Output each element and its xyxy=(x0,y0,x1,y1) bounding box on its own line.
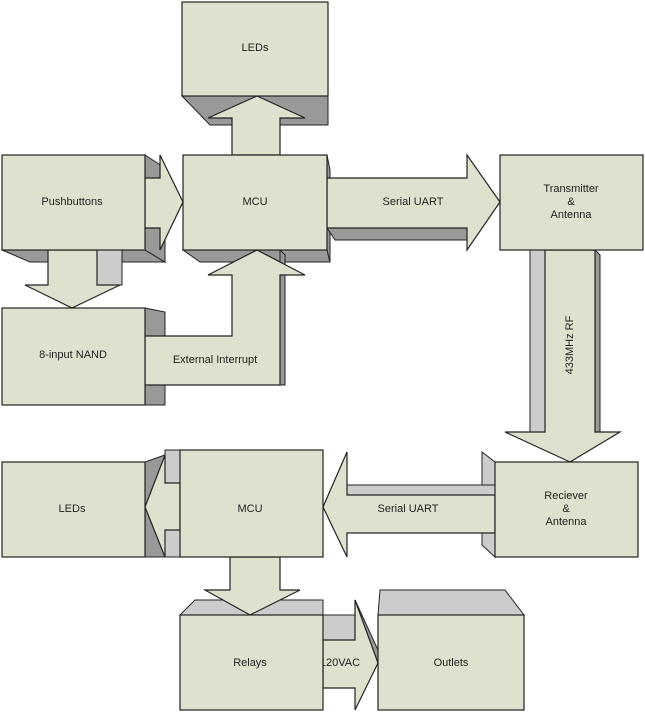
transmitter-label-1: Transmitter xyxy=(543,183,599,195)
arrow-rf-link: 433MHz RF xyxy=(504,249,623,463)
mcu-bottom-label: MCU xyxy=(237,503,262,515)
transmitter-label-3: Antenna xyxy=(551,209,593,221)
receiver-label-3: Antenna xyxy=(546,516,588,528)
arrow-serial-uart-bottom: Serial UART xyxy=(322,451,496,558)
external-interrupt-label: External Interrupt xyxy=(173,354,257,366)
arrow-mcu-to-leds-bottom xyxy=(144,454,181,558)
relays-label: Relays xyxy=(233,657,267,669)
block-pushbuttons: Pushbuttons xyxy=(1,154,146,251)
arrow-serial-uart-top: Serial UART xyxy=(326,153,501,252)
serial-uart-top-label: Serial UART xyxy=(383,196,444,208)
arrow-120vac: 120VAC xyxy=(320,599,379,711)
leds-bottom-label: LEDs xyxy=(59,503,86,515)
block-leds-bottom: LEDs xyxy=(1,461,146,558)
outlets-label: Outlets xyxy=(434,657,469,669)
block-mcu-bottom: MCU xyxy=(179,449,324,558)
arrow-mcu-to-leds xyxy=(207,95,306,156)
nand-label: 8-input NAND xyxy=(39,349,107,361)
pushbuttons-label: Pushbuttons xyxy=(41,196,103,208)
block-nand: 8-input NAND xyxy=(1,307,146,406)
ac-power-label: 120VAC xyxy=(320,657,360,669)
receiver-label-2: & xyxy=(562,503,570,515)
arrow-pushbuttons-to-nand xyxy=(24,249,121,309)
block-mcu-top: MCU xyxy=(182,154,328,251)
arrow-pushbuttons-to-mcu xyxy=(144,154,184,251)
leds-top-label: LEDs xyxy=(242,42,269,54)
block-receiver: Reciever & Antenna xyxy=(494,461,639,558)
transmitter-label-2: & xyxy=(567,196,575,208)
receiver-label-1: Reciever xyxy=(544,490,588,502)
arrow-mcu-to-relays xyxy=(202,556,301,616)
block-leds-top: LEDs xyxy=(181,1,329,97)
mcu-top-label: MCU xyxy=(242,196,267,208)
block-relays: Relays xyxy=(179,614,324,711)
block-transmitter: Transmitter & Antenna xyxy=(499,154,644,251)
arrow-external-interrupt: External Interrupt xyxy=(144,249,306,386)
block-outlets: Outlets xyxy=(377,614,525,711)
serial-uart-bottom-label: Serial UART xyxy=(378,503,439,515)
rf-link-label: 433MHz RF xyxy=(564,315,576,374)
